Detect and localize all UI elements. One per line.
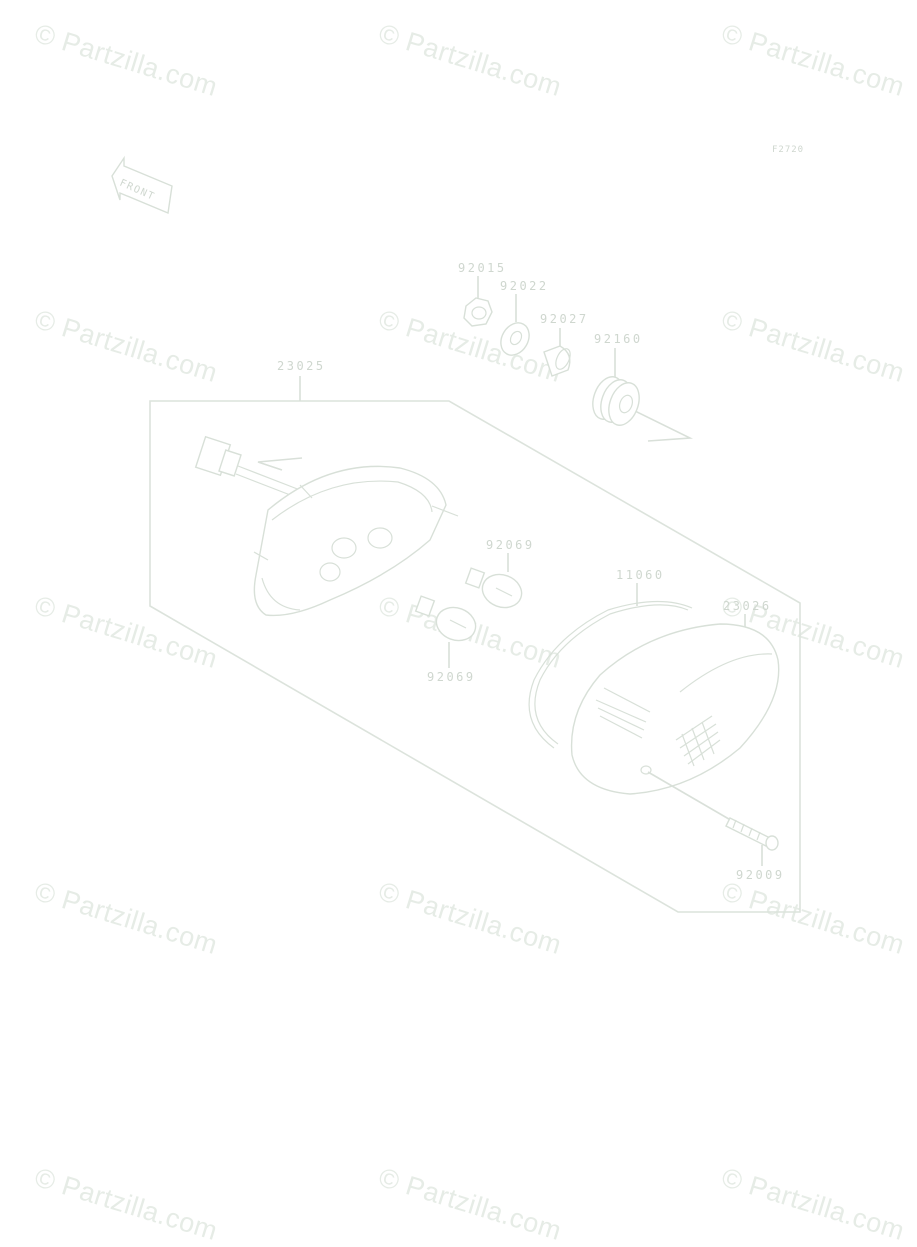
callout-92160: 92160 xyxy=(594,332,643,346)
assembly-outline xyxy=(149,400,801,913)
callout-11060: 11060 xyxy=(616,568,665,582)
taillight-base-part xyxy=(253,465,459,617)
callout-23025: 23025 xyxy=(277,359,326,373)
bulb-lower-part xyxy=(414,595,477,642)
grommet-part xyxy=(592,376,640,426)
base-guide-line xyxy=(257,457,303,471)
lens-grid xyxy=(675,715,721,767)
gasket-part-inner xyxy=(528,600,693,749)
bulb-upper-part xyxy=(464,567,523,609)
parts-diagram: © Partzilla.com © Partzilla.com © Partzi… xyxy=(31,18,908,1246)
callout-92009: 92009 xyxy=(736,868,785,882)
washer-part xyxy=(500,322,530,356)
collar-part xyxy=(543,345,571,377)
washer-nut-part xyxy=(463,297,493,327)
callout-92015: 92015 xyxy=(458,261,507,275)
callout-92069-upper: 92069 xyxy=(486,538,535,552)
screw-part xyxy=(725,817,779,851)
lens-part xyxy=(570,623,780,795)
callout-23026: 23026 xyxy=(723,599,772,613)
screw-guide-line xyxy=(647,771,735,823)
figure-code: F2720 xyxy=(772,145,804,155)
callout-92022: 92022 xyxy=(500,279,549,293)
gasket-part xyxy=(534,604,689,745)
callout-92069-lower: 92069 xyxy=(427,670,476,684)
front-arrow-icon: FRONT xyxy=(111,155,173,214)
grommet-guide-line xyxy=(632,409,694,442)
callout-92027: 92027 xyxy=(540,312,589,326)
wire-connector-part xyxy=(194,435,301,499)
diagram-svg: F2720 FRONT xyxy=(111,145,804,913)
